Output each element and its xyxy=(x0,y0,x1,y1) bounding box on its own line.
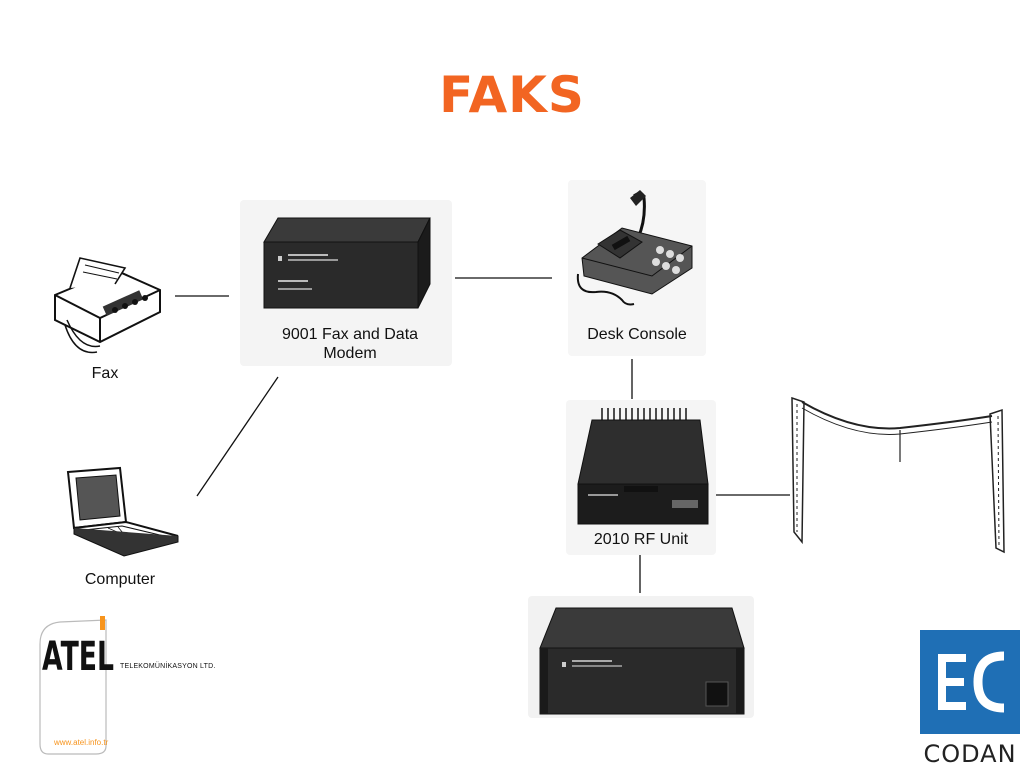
console-label: Desk Console xyxy=(587,326,687,343)
desk-console-icon xyxy=(576,190,693,306)
fax-label: Fax xyxy=(91,365,119,382)
atel-company-name: TELEKOMÜNİKASYON LTD. xyxy=(120,663,216,670)
modem-label-line2: Modem xyxy=(323,345,377,362)
atel-mark: ATEL xyxy=(42,634,114,680)
computer-label: Computer xyxy=(84,571,156,588)
laptop-computer-icon xyxy=(66,466,179,557)
atel-logo-icon: ATEL xyxy=(39,616,114,755)
rf-unit-icon xyxy=(577,408,709,525)
page-title: FAKS xyxy=(439,66,585,124)
rf-unit-label: 2010 RF Unit xyxy=(593,531,689,548)
antenna-icon xyxy=(791,396,1005,554)
transceiver-unit-icon xyxy=(539,607,745,715)
codan-wordmark: CODAN xyxy=(923,740,1017,768)
modem-label-line1: 9001 Fax and Data xyxy=(281,326,419,343)
codan-logo-icon xyxy=(920,630,1020,734)
fax-machine-icon xyxy=(54,257,161,354)
modem-device-icon xyxy=(263,217,431,309)
atel-url: www.atel.info.tr xyxy=(54,738,109,747)
